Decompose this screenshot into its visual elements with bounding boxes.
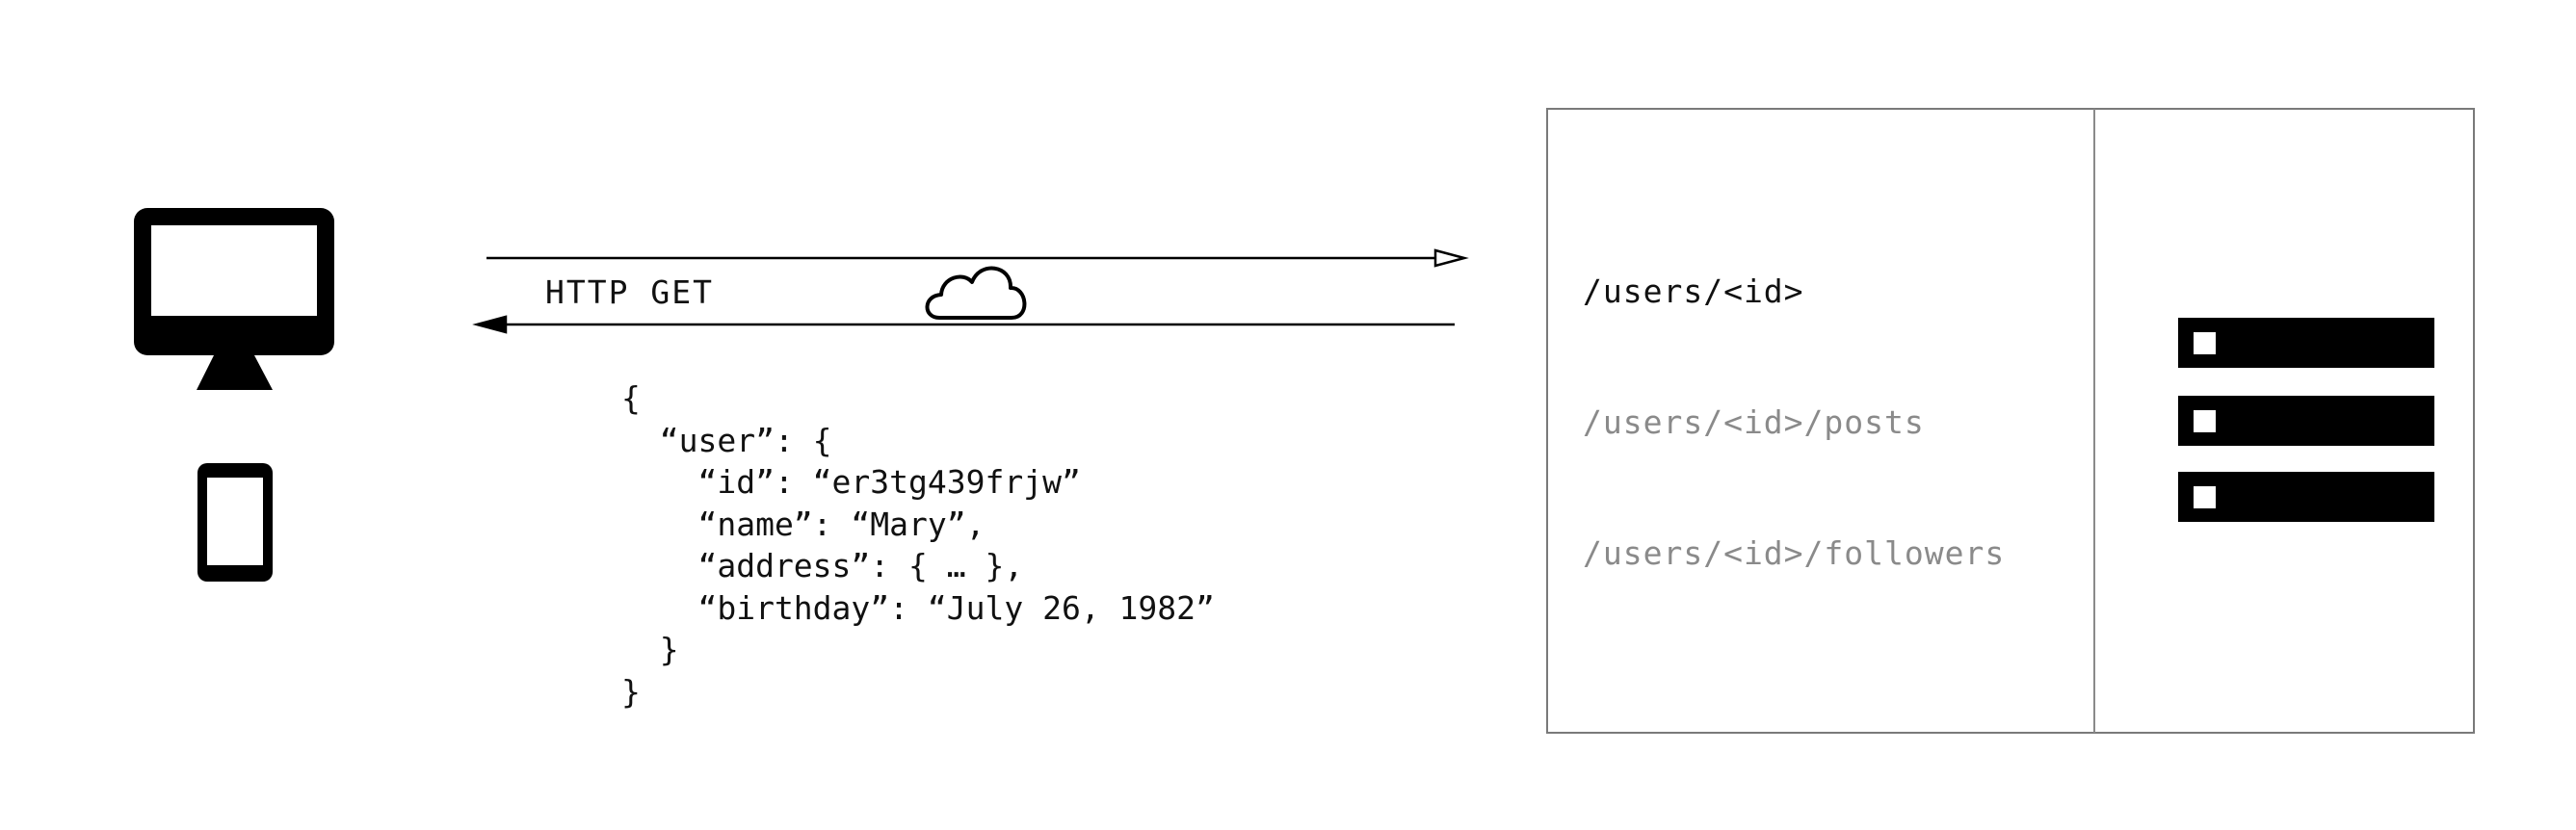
server-rack-unit <box>2178 318 2434 368</box>
json-line: } <box>621 631 679 668</box>
response-arrow <box>472 315 1455 334</box>
server-rack-indicator <box>2194 486 2216 508</box>
json-response: { “user”: { “id”: “er3tg439frjw” “name”:… <box>621 377 1215 713</box>
json-line: { <box>621 379 641 417</box>
endpoint-users-posts: /users/<id>/posts <box>1583 403 1925 441</box>
json-line: “address”: { … }, <box>621 547 1024 584</box>
cloud-icon <box>925 266 1027 320</box>
json-line: } <box>621 672 641 711</box>
json-line: “id”: “er3tg439frjw” <box>621 463 1081 501</box>
server-rack-unit <box>2178 472 2434 522</box>
endpoint-users-id: /users/<id> <box>1583 272 1804 310</box>
request-arrow <box>486 248 1469 268</box>
server-rack-indicator <box>2194 332 2216 354</box>
json-line: “user”: { <box>621 421 832 459</box>
http-get-label: HTTP GET <box>545 273 714 311</box>
http-arrows <box>472 248 1469 334</box>
json-line: “birthday”: “July 26, 1982” <box>621 588 1215 627</box>
endpoint-users-followers: /users/<id>/followers <box>1583 534 2006 572</box>
server-rack-indicator <box>2194 410 2216 432</box>
server-divider <box>2093 109 2095 733</box>
client-devices <box>134 208 334 582</box>
server-panel <box>1546 108 2475 734</box>
server-rack-unit <box>2178 396 2434 446</box>
json-line: “name”: “Mary”, <box>621 505 986 543</box>
desktop-monitor-icon <box>134 208 334 390</box>
mobile-phone-icon <box>197 463 273 582</box>
